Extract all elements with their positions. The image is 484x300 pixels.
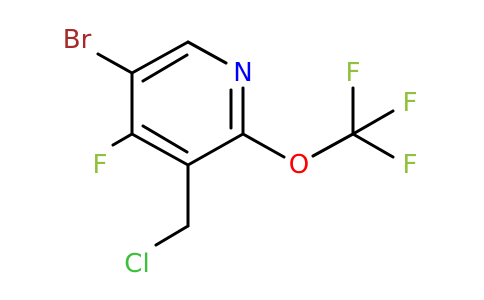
bond-c6-n bbox=[186, 40, 228, 65]
bond-c-f3 bbox=[351, 132, 395, 159]
bromine-label: Br bbox=[63, 25, 92, 55]
ring-fluorine-label: F bbox=[93, 150, 108, 180]
bonds bbox=[96, 40, 395, 247]
atom-labels: Br N F O F F F Cl bbox=[63, 25, 418, 279]
fluorine-right-label: F bbox=[403, 88, 418, 118]
bond-c5-br bbox=[96, 52, 134, 75]
bond-c2-c3 bbox=[186, 132, 245, 167]
chlorine-label: Cl bbox=[124, 249, 149, 279]
bond-c4-f bbox=[111, 132, 134, 147]
bond-c2-o bbox=[241, 132, 286, 159]
bond-c3-c4 bbox=[130, 132, 190, 167]
bond-c-f2 bbox=[351, 109, 395, 136]
bond-c5-c6 bbox=[130, 40, 190, 75]
oxygen-label: O bbox=[289, 150, 309, 180]
nitrogen-label: N bbox=[233, 58, 252, 88]
fluorine-top-label: F bbox=[346, 58, 361, 88]
bond-o-c bbox=[311, 132, 355, 158]
bond-c5-c6-inner bbox=[141, 53, 189, 83]
fluorine-bottom-label: F bbox=[403, 150, 418, 180]
bond-ch2-cl bbox=[154, 224, 190, 247]
bond-c3-c4-inner bbox=[141, 124, 189, 154]
